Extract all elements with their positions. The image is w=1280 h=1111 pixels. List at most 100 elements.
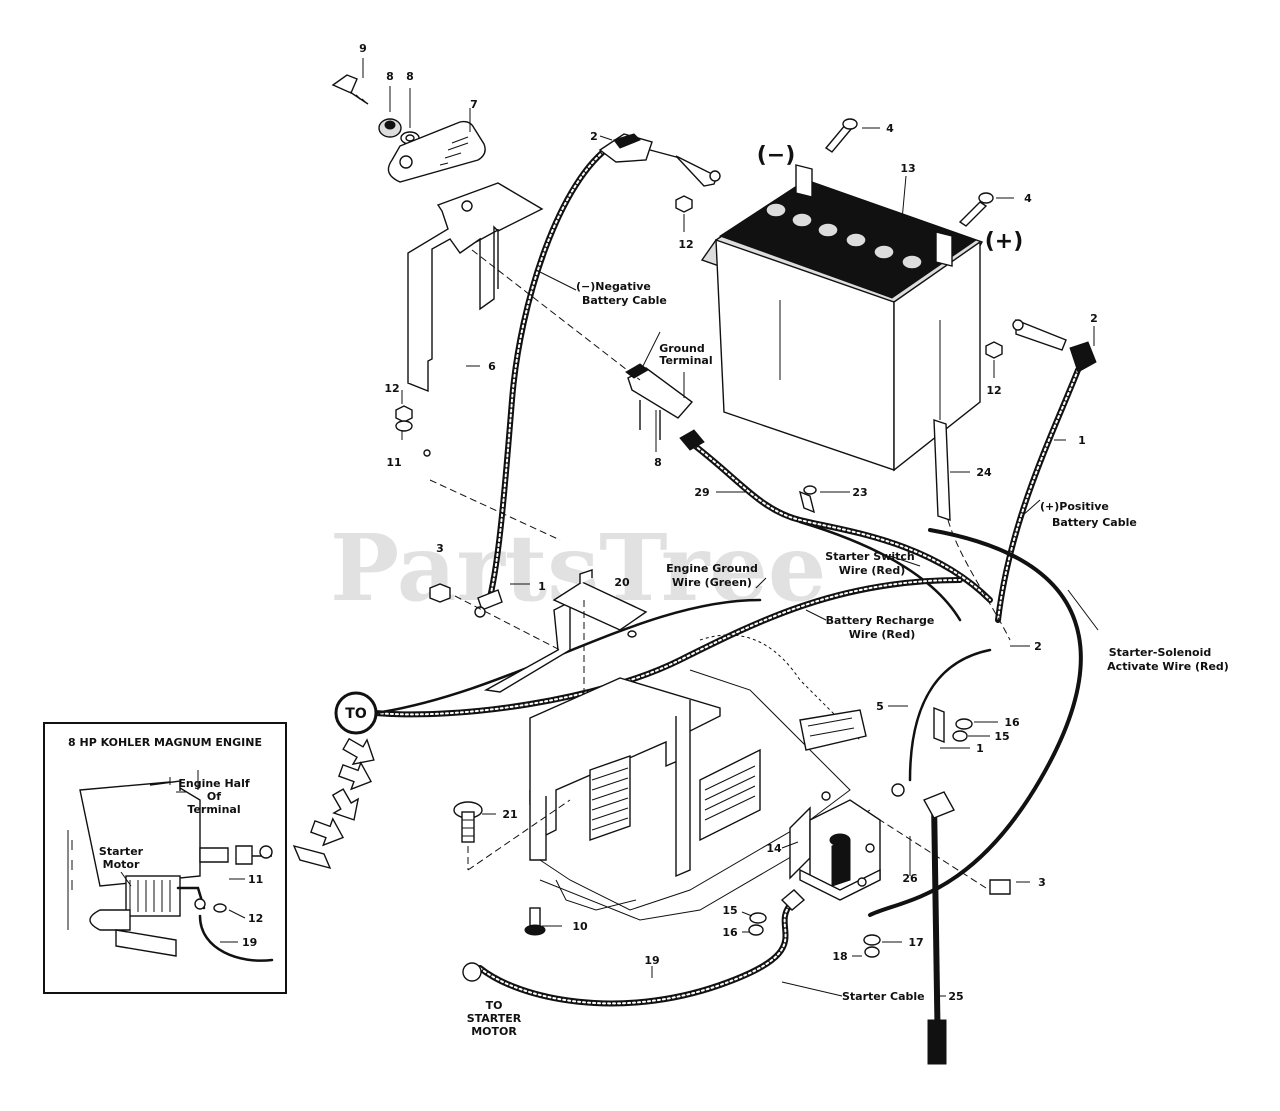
starter-solenoid: [789, 791, 881, 901]
inset-starter-motor-label-1: Starter: [99, 845, 144, 858]
terminal-bolt-top: [824, 118, 880, 153]
callout-2-right: 2: [1090, 312, 1098, 325]
callout-2-mid: 2: [1034, 640, 1042, 653]
starter-cable: [462, 889, 806, 1007]
solenoid-wire-label-2: Activate Wire (Red): [1107, 660, 1229, 673]
callout-19: 19: [644, 954, 659, 967]
chassis-frame: [529, 634, 871, 921]
washers-low: [748, 912, 767, 936]
callout-numbers: 9 8 8 7 2 4 12 13 4 2 12 1 6 12 11 8 29 …: [359, 42, 1098, 1003]
bolt-3-right: [879, 819, 1011, 895]
bolt-10: [524, 907, 546, 936]
terminal-bolt-right: [958, 192, 1014, 227]
callout-8b: 8: [406, 70, 414, 83]
inset-labels: Engine Half Of Terminal Starter Motor 11…: [99, 777, 263, 949]
callout-23: 23: [852, 486, 867, 499]
callout-1-mid: 1: [976, 742, 984, 755]
engine-ground-label-1: Engine Ground: [666, 562, 758, 575]
positive-cable-label-2: Battery Cable: [1052, 516, 1137, 529]
inset-engine-half-label-3: Terminal: [187, 803, 240, 816]
solenoid-wire-label-1: Starter-Solenoid: [1109, 646, 1211, 659]
callout-6: 6: [488, 360, 496, 373]
callout-25: 25: [948, 990, 963, 1003]
callout-21: 21: [502, 808, 517, 821]
callout-26: 26: [902, 872, 918, 885]
switch-nut-part: [400, 88, 420, 145]
inset-callout-12: 12: [248, 912, 263, 925]
ignition-switch-part: [378, 86, 402, 138]
callout-1-right: 1: [1078, 434, 1086, 447]
cable-25: [923, 791, 955, 1065]
to-starter-label-3: MOTOR: [471, 1025, 517, 1038]
callout-3-right: 3: [1038, 876, 1046, 889]
callout-24: 24: [976, 466, 992, 479]
descriptive-labels: (−) (+) (−)Negative Battery Cable Ground…: [467, 143, 1229, 1038]
terminal-nut-right: [985, 341, 1003, 378]
callout-7: 7: [470, 98, 478, 111]
ring-terminal-17: [863, 934, 881, 958]
starter-cable-label: Starter Cable: [842, 990, 925, 1003]
callout-15-mid: 15: [994, 730, 1009, 743]
negative-terminal-symbol: (−): [757, 143, 796, 168]
inset-engine-half-label-1: Engine Half: [178, 777, 250, 790]
positive-terminal-symbol: (+): [985, 229, 1024, 254]
callout-9: 9: [359, 42, 367, 55]
decal-plate: [387, 108, 486, 183]
starter-switch-label-1: Starter Switch: [825, 550, 914, 563]
mounting-bracket: [407, 182, 544, 457]
callout-8-ground: 8: [654, 456, 662, 469]
bolt-3-left: [429, 583, 561, 651]
positive-battery-cable: [995, 318, 1097, 623]
bracket-nut-left: [395, 405, 413, 432]
to-starter-label-1: TO: [486, 999, 503, 1012]
long-wires: [373, 528, 1083, 917]
callout-2-top: 2: [590, 130, 598, 143]
callout-12-left: 12: [384, 382, 399, 395]
terminal-nut-top: [675, 195, 693, 232]
callout-11-left: 11: [386, 456, 401, 469]
battery: [700, 164, 984, 472]
bolt-21: [453, 799, 571, 871]
callout-15-low: 15: [722, 904, 737, 917]
ground-terminal-label-2: Terminal: [659, 354, 712, 367]
positive-cable-label-1: (+)Positive: [1040, 500, 1109, 513]
inset-engine-half-label-2: Of: [207, 790, 221, 803]
to-starter-label-2: STARTER: [467, 1012, 522, 1025]
negative-cable-label-1: (−)Negative: [576, 280, 651, 293]
callout-14: 14: [766, 842, 782, 855]
washers-mid: [952, 718, 973, 742]
callout-16-low: 16: [722, 926, 738, 939]
callout-12-right: 12: [986, 384, 1001, 397]
engine-ground-label-2: Wire (Green): [672, 576, 752, 589]
callout-20: 20: [614, 576, 630, 589]
callout-4-top: 4: [886, 122, 894, 135]
callout-16-mid: 16: [1004, 716, 1020, 729]
inset-title: 8 HP KOHLER MAGNUM ENGINE: [68, 736, 262, 749]
callout-4-right: 4: [1024, 192, 1032, 205]
to-label: TO: [345, 706, 367, 722]
callout-18: 18: [832, 950, 847, 963]
callout-1-left: 1: [538, 580, 546, 593]
callout-12-top: 12: [678, 238, 693, 251]
callout-13: 13: [900, 162, 915, 175]
callout-8a: 8: [386, 70, 394, 83]
battery-recharge-label-1: Battery Recharge: [826, 614, 935, 627]
ground-terminal-label-1: Ground: [659, 342, 705, 355]
wire-5: [891, 648, 992, 797]
callout-29: 29: [694, 486, 709, 499]
inset-box: 8 HP KOHLER MAGNUM ENGINE: [43, 722, 287, 994]
key-part: [331, 58, 369, 105]
battery-recharge-label-2: Wire (Red): [849, 628, 915, 641]
starter-switch-label-2: Wire (Red): [839, 564, 905, 577]
callout-3-left: 3: [436, 542, 444, 555]
callout-17: 17: [908, 936, 923, 949]
leader-lines: [401, 135, 1099, 997]
inset-callout-11: 11: [248, 873, 263, 886]
wire-harness: [679, 429, 993, 622]
negative-cable-label-2: Battery Cable: [582, 294, 667, 307]
callout-10: 10: [572, 920, 588, 933]
to-connector: TO: [334, 691, 378, 735]
callout-5: 5: [876, 700, 884, 713]
inset-starter-motor-label-2: Motor: [103, 858, 140, 871]
